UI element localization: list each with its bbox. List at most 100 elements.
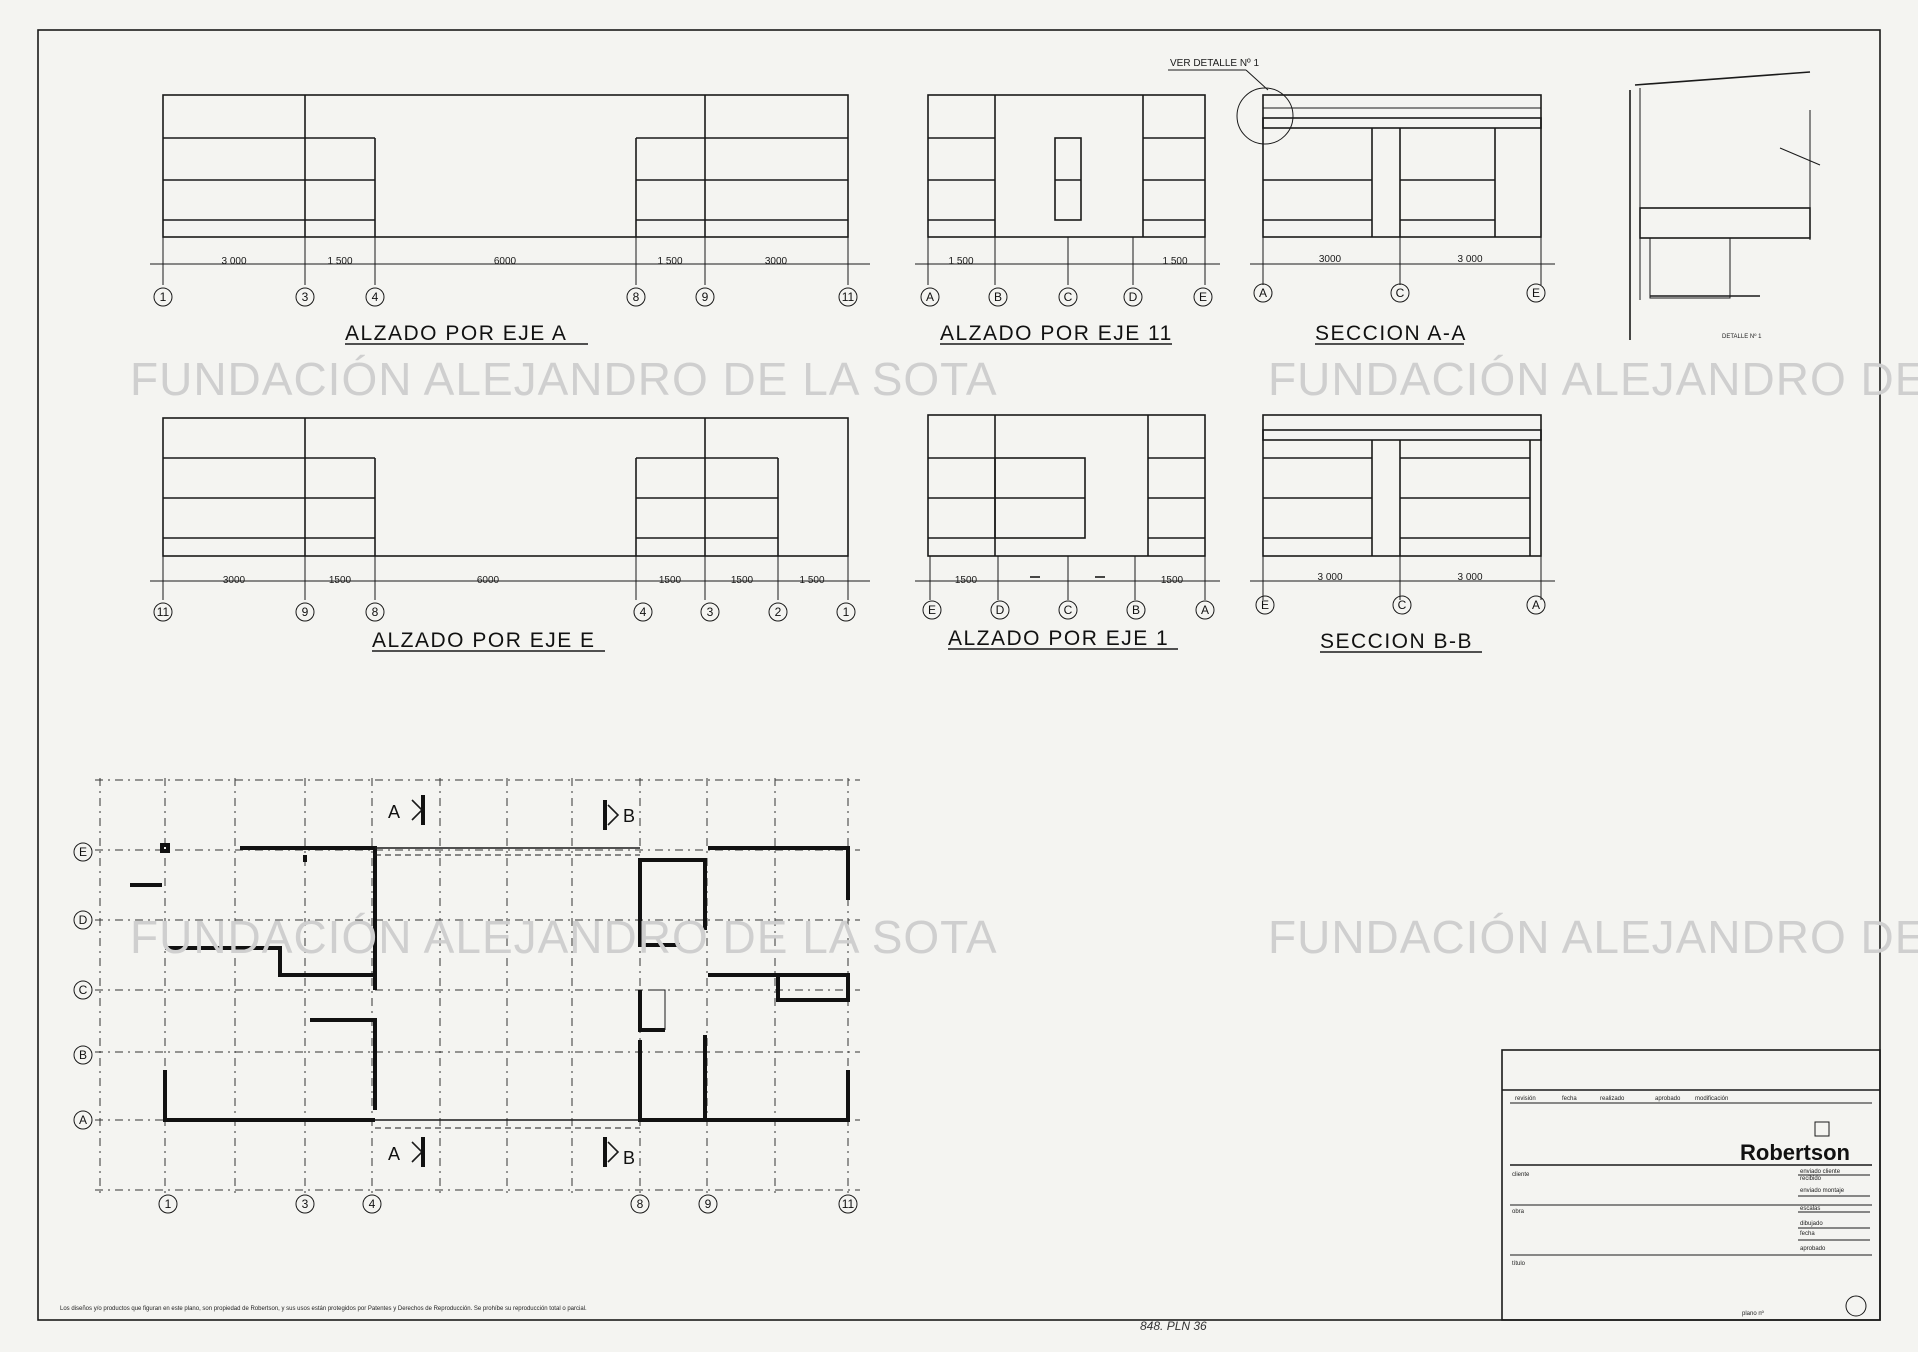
- svg-text:obra: obra: [1512, 1209, 1525, 1215]
- svg-text:E: E: [1199, 290, 1207, 304]
- elevation-axis-a: 3 000 1 500 6000 1 500 3000 1 3 4 8 9 11…: [150, 94, 870, 345]
- dim-label: 1 500: [327, 256, 352, 267]
- svg-text:B: B: [623, 806, 635, 826]
- svg-text:9: 9: [302, 605, 309, 619]
- floor-plan: A B A B E D C B A 1 3 4 8 9 11: [73, 778, 860, 1214]
- section-mark-b-top: B: [603, 800, 635, 830]
- dim-label: 1 500: [657, 256, 682, 267]
- svg-text:A: A: [1532, 598, 1540, 612]
- svg-text:E: E: [1261, 598, 1269, 612]
- footer-note: Los diseños y/o productos que figuran en…: [60, 1306, 587, 1312]
- elevation-axis-e: 3000 1500 6000 1500 1500 1 500 11 9 8 4 …: [150, 417, 870, 652]
- detail-label: DETALLE Nº 1: [1722, 333, 1762, 340]
- detail-ref-label: VER DETALLE Nº 1: [1170, 58, 1259, 69]
- svg-text:A: A: [1259, 286, 1267, 300]
- svg-text:B: B: [623, 1148, 635, 1168]
- svg-text:A: A: [388, 802, 400, 822]
- svg-text:realizado: realizado: [1600, 1096, 1625, 1102]
- dim-label: 3 000: [221, 256, 246, 267]
- detail-1: DETALLE Nº 1: [1629, 71, 1821, 340]
- dim-label: 3000: [223, 575, 246, 586]
- dim-label: 3000: [1319, 254, 1342, 265]
- title-elev-11: ALZADO POR EJE 11: [940, 322, 1173, 345]
- dim-label: 1500: [1161, 575, 1184, 586]
- dim-label: 1 500: [948, 256, 973, 267]
- dim-label: 1500: [731, 575, 754, 586]
- dim-label: 3 000: [1317, 572, 1342, 583]
- section-mark-a-top: A: [388, 795, 425, 825]
- svg-text:8: 8: [637, 1197, 644, 1211]
- svg-text:A: A: [79, 1113, 87, 1127]
- svg-text:modificación: modificación: [1695, 1096, 1728, 1102]
- dim-label: 1500: [329, 575, 352, 586]
- dim-label: 3000: [765, 256, 788, 267]
- section-mark-a-bottom: A: [388, 1137, 425, 1167]
- title-elev-1: ALZADO POR EJE 1: [948, 627, 1169, 650]
- svg-text:B: B: [1132, 603, 1140, 617]
- svg-text:9: 9: [702, 290, 709, 304]
- sheet-border: [37, 29, 1881, 1321]
- svg-text:título: título: [1512, 1261, 1526, 1267]
- elevation-axis-1: 1500 1500 E D C B A ALZADO POR EJE 1: [915, 414, 1220, 650]
- dim-label: 3 000: [1457, 254, 1482, 265]
- svg-text:D: D: [79, 913, 88, 927]
- svg-text:4: 4: [372, 290, 379, 304]
- svg-text:escalas: escalas: [1800, 1206, 1820, 1212]
- svg-text:FUNDACIÓN ALEJANDRO DE LA SOTA: FUNDACIÓN ALEJANDRO DE LA SOTA: [1268, 353, 1918, 405]
- svg-text:plano nº: plano nº: [1742, 1310, 1765, 1317]
- svg-text:FUNDACIÓN ALEJANDRO DE LA SOTA: FUNDACIÓN ALEJANDRO DE LA SOTA: [130, 911, 998, 963]
- dim-label: 1 500: [799, 575, 824, 586]
- svg-text:E: E: [1532, 286, 1540, 300]
- section-mark-b-bottom: B: [603, 1137, 635, 1168]
- svg-text:3: 3: [302, 1197, 309, 1211]
- dim-label: 6000: [477, 575, 500, 586]
- dim-label: 6000: [494, 256, 517, 267]
- svg-text:fecha: fecha: [1800, 1231, 1815, 1237]
- svg-text:2: 2: [775, 605, 782, 619]
- svg-text:dibujado: dibujado: [1800, 1221, 1823, 1227]
- svg-text:C: C: [1396, 286, 1405, 300]
- svg-text:FUNDACIÓN ALEJANDRO DE LA SOTA: FUNDACIÓN ALEJANDRO DE LA SOTA: [1268, 911, 1918, 963]
- dim-label: 3 000: [1457, 572, 1482, 583]
- svg-text:C: C: [1398, 598, 1407, 612]
- title-sec-aa: SECCION A-A: [1315, 322, 1467, 345]
- dim-label: 1500: [955, 575, 978, 586]
- dim-label: 1 500: [1162, 256, 1187, 267]
- brand-logo: Robertson: [1740, 1140, 1850, 1165]
- svg-text:A: A: [926, 290, 934, 304]
- svg-text:B: B: [994, 290, 1002, 304]
- svg-text:4: 4: [640, 605, 647, 619]
- svg-text:1: 1: [160, 290, 167, 304]
- svg-text:8: 8: [372, 605, 379, 619]
- svg-text:C: C: [1064, 290, 1073, 304]
- svg-text:enviado cliente: enviado cliente: [1800, 1169, 1841, 1175]
- svg-text:aprobado: aprobado: [1655, 1096, 1681, 1102]
- svg-text:cliente: cliente: [1512, 1172, 1530, 1178]
- dim-label: 1500: [659, 575, 682, 586]
- svg-text:aprobado: aprobado: [1800, 1246, 1826, 1252]
- svg-text:fecha: fecha: [1562, 1096, 1577, 1102]
- svg-text:1: 1: [165, 1197, 172, 1211]
- svg-text:9: 9: [705, 1197, 712, 1211]
- handwritten-ref: 848. PLN 36: [1140, 1319, 1207, 1333]
- section-b-b: 3 000 3 000 E C A SECCION B-B: [1250, 414, 1555, 653]
- title-elev-e: ALZADO POR EJE E: [372, 629, 596, 652]
- title-sec-bb: SECCION B-B: [1320, 630, 1473, 653]
- svg-text:FUNDACIÓN ALEJANDRO DE LA SOTA: FUNDACIÓN ALEJANDRO DE LA SOTA: [130, 353, 998, 405]
- svg-text:D: D: [996, 603, 1005, 617]
- title-block: revisión fecha realizado aprobado modifi…: [1501, 1049, 1881, 1321]
- title-elev-a: ALZADO POR EJE A: [345, 322, 567, 345]
- svg-text:A: A: [1201, 603, 1209, 617]
- svg-text:revisión: revisión: [1515, 1096, 1536, 1102]
- svg-text:C: C: [79, 983, 88, 997]
- svg-text:D: D: [1129, 290, 1138, 304]
- svg-text:3: 3: [707, 605, 714, 619]
- svg-text:E: E: [79, 845, 87, 859]
- svg-text:B: B: [79, 1048, 87, 1062]
- svg-text:3: 3: [302, 290, 309, 304]
- svg-text:C: C: [1064, 603, 1073, 617]
- svg-text:11: 11: [842, 290, 855, 304]
- section-a-a: VER DETALLE Nº 1 3000 3 000 A C E SECCIO…: [1168, 58, 1555, 345]
- svg-text:4: 4: [369, 1197, 376, 1211]
